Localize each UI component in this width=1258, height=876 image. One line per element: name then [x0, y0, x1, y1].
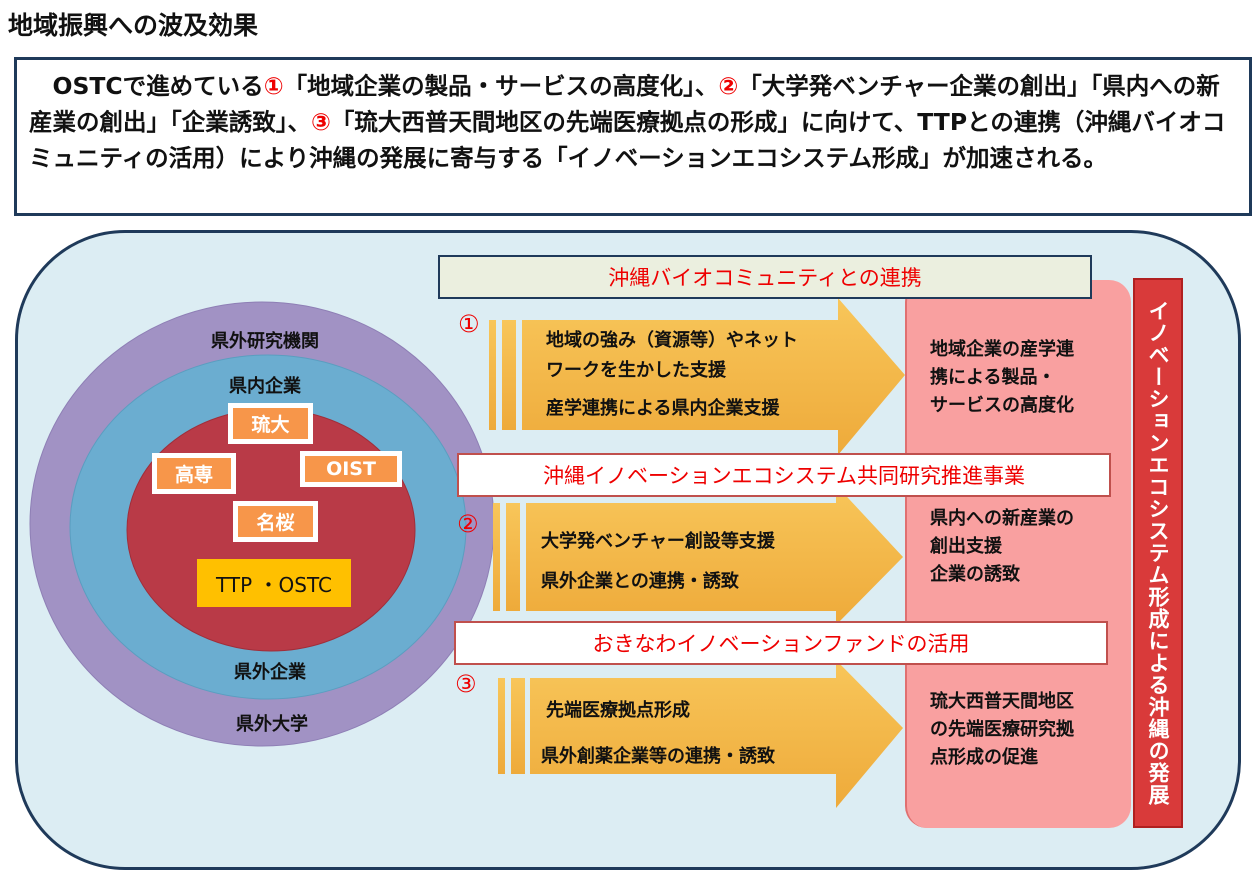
- chip-meio: 名桜: [233, 501, 318, 542]
- label-inner-companies: 県内企業: [229, 376, 301, 397]
- num-2: ②: [718, 72, 739, 100]
- arrow-2-line: 県外企業との連携・誘致: [541, 571, 739, 592]
- outcome-line: 県内への新産業の: [930, 508, 1074, 529]
- summary-text: OSTCで進めている: [52, 72, 264, 100]
- outcomes-panel: [905, 280, 1131, 828]
- summary-text: 「大学発ベンチャー企業の創出」「県内への新産業の創出」「企業誘致」、: [29, 72, 1220, 136]
- summary-text: 「地域企業の製品・サービスの高度化」、: [283, 72, 719, 100]
- arrow-1-text: 地域の強み（資源等）やネット ワークを生かした支援 産学連携による県内企業支援: [546, 326, 798, 424]
- outcome-line: 企業の誘致: [930, 564, 1020, 585]
- page-title: 地域振興への波及効果: [8, 11, 259, 40]
- ecosystem-goal-banner: イノベーションエコシステム形成による沖縄の発展: [1133, 278, 1183, 828]
- arrow-1-line: 地域の強み（資源等）やネット: [546, 330, 798, 351]
- outcome-line: 創出支援: [930, 536, 1002, 557]
- label-outer-companies: 県外企業: [234, 662, 306, 683]
- outcome-line: 点形成の促進: [930, 747, 1038, 768]
- outcome-line: サービスの高度化: [930, 395, 1074, 416]
- num-1: ①: [263, 72, 284, 100]
- arrow-3: [498, 660, 903, 808]
- arrow-num-1: ①: [458, 310, 480, 338]
- outcome-line: 地域企業の産学連: [930, 339, 1074, 360]
- arrow-num-3: ③: [455, 670, 477, 698]
- outcome-line: の先端医療研究拠: [930, 719, 1074, 740]
- outcome-2: 県内への新産業の創出支援企業の誘致: [930, 505, 1125, 589]
- band-ecosystem-research: 沖縄イノベーションエコシステム共同研究推進事業: [457, 453, 1111, 497]
- arrow-1: [489, 298, 905, 455]
- arrow-2-line: 大学発ベンチャー創設等支援: [541, 531, 775, 552]
- outcome-line: 携による製品・: [930, 367, 1056, 388]
- label-outer-universities: 県外大学: [236, 714, 308, 735]
- chip-ryukyu: 琉大: [228, 403, 313, 444]
- summary-text: 「琉大西普天間地区の先端医療拠点の形成」に向けて、TTPとの連携（沖縄バイオコミ…: [29, 108, 1226, 172]
- arrow-2: [493, 485, 903, 625]
- arrow-2-text: 大学発ベンチャー創設等支援 県外企業との連携・誘致: [541, 522, 775, 602]
- outcome-3: 琉大西普天間地区の先端医療研究拠点形成の促進: [930, 688, 1125, 772]
- arrow-3-line: 県外創薬企業等の連携・誘致: [541, 746, 775, 767]
- arrow-num-2: ②: [457, 510, 479, 538]
- arrow-1-line: ワークを生かした支援: [546, 360, 726, 381]
- arrow-3-line: 先端医療拠点形成: [546, 700, 690, 721]
- band-bio-community: 沖縄バイオコミュニティとの連携: [438, 255, 1092, 299]
- num-3: ③: [311, 108, 331, 136]
- chip-oist: OIST: [300, 451, 402, 487]
- chip-kosen: 高専: [152, 453, 236, 494]
- arrow-3-text: 先端医療拠点形成 県外創薬企業等の連携・誘致: [541, 688, 775, 780]
- label-outer-research: 県外研究機関: [211, 331, 319, 352]
- arrow-1-line: 産学連携による県内企業支援: [546, 398, 780, 419]
- band-innovation-fund: おきなわイノベーションファンドの活用: [454, 621, 1108, 665]
- core-ttp-ostc: TTP ・OSTC: [197, 559, 351, 607]
- outcome-1: 地域企業の産学連携による製品・サービスの高度化: [930, 336, 1125, 420]
- outcome-line: 琉大西普天間地区: [930, 691, 1074, 712]
- summary-box: OSTCで進めている①「地域企業の製品・サービスの高度化」、②「大学発ベンチャー…: [14, 57, 1252, 216]
